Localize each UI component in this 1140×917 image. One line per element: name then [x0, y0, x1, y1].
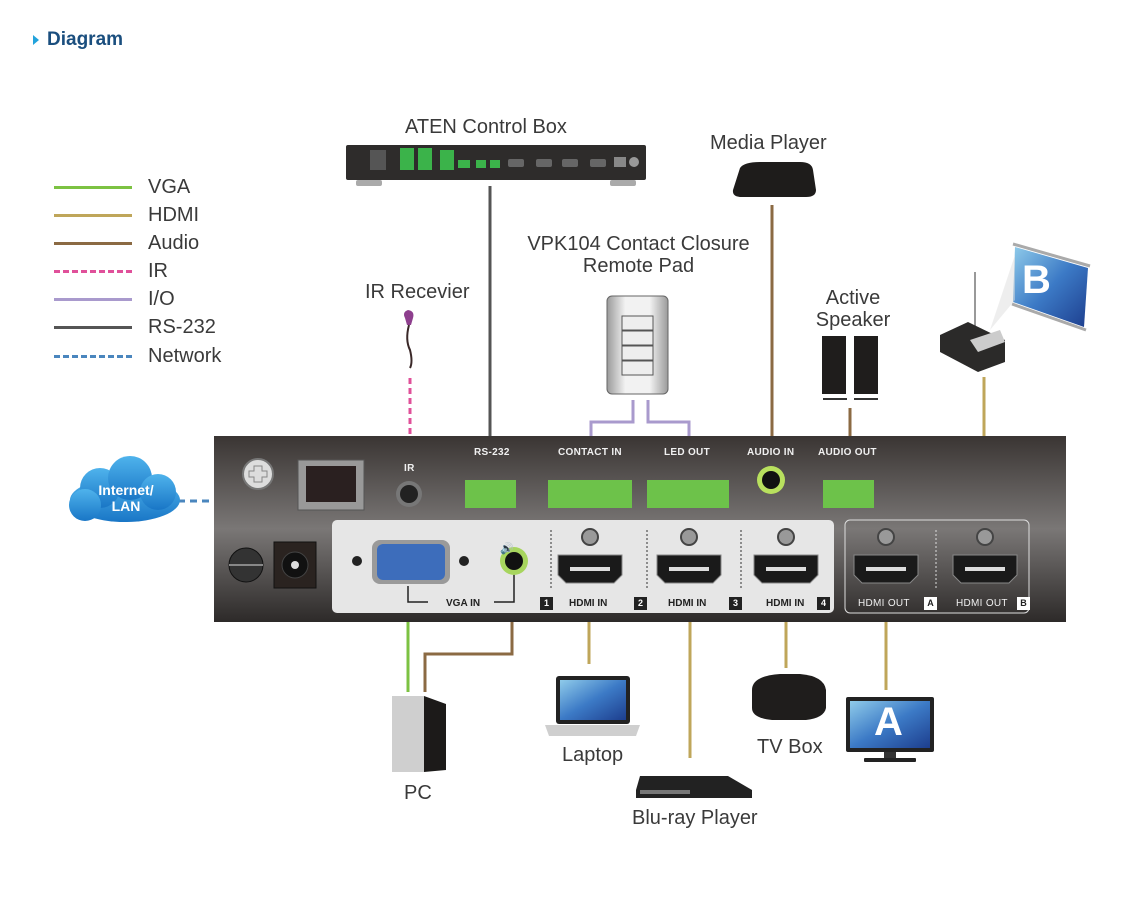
contact-in-port-label: CONTACT IN	[558, 447, 622, 458]
rs232-terminal	[465, 480, 516, 508]
pc-audio-cable	[423, 620, 514, 692]
led-out-terminal	[647, 480, 729, 508]
monitor-a-letter: A	[874, 700, 903, 744]
remote-pad-label-line2: Remote Pad	[582, 255, 695, 277]
hdmi-in-label-1: HDMI IN	[569, 598, 608, 609]
vga-in-label: VGA IN	[446, 598, 481, 609]
legend-swatch	[54, 326, 132, 329]
hdmi-in-2-badge: 2	[634, 597, 647, 610]
remote-pad-label-line1: VPK104 Contact Closure	[527, 233, 750, 255]
hdmi-out-label-a: HDMI OUT	[858, 598, 910, 609]
bullet-arrow-icon	[33, 35, 39, 45]
ir-port	[400, 485, 418, 503]
hdmi-out-b-badge: B	[1017, 597, 1030, 610]
hdmi-in-label-3: HDMI IN	[766, 598, 805, 609]
media-player-device	[732, 162, 816, 197]
ir-receiver-label: IR Recevier	[365, 281, 470, 303]
legend-label: Network	[148, 345, 222, 367]
matrix-switch-panel	[214, 436, 1066, 622]
legend-label: Audio	[148, 232, 200, 254]
ir-receiver-device	[404, 310, 414, 369]
legend-item-ir: IR	[54, 260, 168, 283]
network-label-line1: Internet/	[98, 482, 154, 498]
speaker-label: Active Speaker	[808, 287, 898, 331]
control-box-label: ATEN Control Box	[405, 116, 567, 138]
legend-swatch	[54, 270, 132, 273]
page-title: Diagram	[33, 29, 123, 51]
speaker-label-line1: Active	[825, 287, 881, 309]
led-out-cable	[646, 400, 691, 440]
tv-box-device	[752, 674, 826, 720]
hdmi-out-label-b: HDMI OUT	[956, 598, 1008, 609]
hdmi-out-a-badge: A	[924, 597, 937, 610]
audio-in-port-label: AUDIO IN	[747, 447, 795, 458]
bluray-label: Blu-ray Player	[632, 807, 758, 829]
legend-item-network: Network	[54, 345, 221, 368]
legend-swatch	[54, 298, 132, 301]
network-label-line2: LAN	[111, 498, 141, 514]
legend-item-audio: Audio	[54, 232, 199, 255]
legend-item-hdmi: HDMI	[54, 204, 199, 227]
legend-label: HDMI	[148, 204, 200, 226]
legend-swatch	[54, 355, 132, 358]
hdmi-out-b-port	[952, 528, 1018, 584]
led-out-port-label: LED OUT	[664, 447, 710, 458]
audio-in-port	[762, 471, 780, 489]
ir-port-label: IR	[404, 463, 415, 474]
screen-b-letter: B	[1022, 258, 1051, 302]
hdmi-in-1-port	[557, 528, 623, 584]
projector-device	[940, 242, 1091, 372]
network-label: Internet/ LAN	[74, 482, 178, 514]
laptop-label: Laptop	[562, 744, 624, 766]
hdmi-in-1-badge: 1	[540, 597, 553, 610]
hdmi-in-3-port	[753, 528, 819, 584]
remote-pad-device	[606, 295, 669, 395]
audio-out-port-label: AUDIO OUT	[818, 447, 877, 458]
legend-swatch	[54, 186, 132, 189]
pc-label: PC	[404, 782, 432, 804]
ground-screw-icon	[242, 458, 274, 490]
monitor-a-device	[846, 697, 934, 762]
legend-label: I/O	[148, 288, 175, 310]
media-player-label: Media Player	[710, 132, 827, 154]
speaker-icon: 🔊	[500, 543, 514, 555]
legend-item-vga: VGA	[54, 176, 190, 199]
legend-item-io: I/O	[54, 288, 175, 311]
contact-in-terminal	[548, 480, 632, 508]
title-text: Diagram	[47, 29, 124, 50]
pc-device	[392, 696, 446, 772]
legend-label: RS-232	[148, 316, 216, 338]
laptop-device	[545, 676, 640, 736]
control-box-device	[346, 145, 646, 186]
hdmi-in-2-port	[656, 528, 722, 584]
tv-box-label: TV Box	[757, 736, 823, 758]
legend-swatch	[54, 242, 132, 245]
bluray-device	[636, 776, 752, 798]
active-speaker-device	[822, 336, 878, 400]
legend-label: VGA	[148, 176, 191, 198]
audio-out-terminal	[823, 480, 874, 508]
legend-item-rs232: RS-232	[54, 316, 216, 339]
rs232-port-label: RS-232	[474, 447, 510, 458]
hdmi-in-3-badge: 3	[729, 597, 742, 610]
contact-in-cable	[589, 400, 635, 440]
legend-swatch	[54, 214, 132, 217]
speaker-label-line2: Speaker	[815, 309, 891, 331]
hdmi-out-a-port	[853, 528, 919, 584]
hdmi-in-4-badge: 4	[817, 597, 830, 610]
legend-label: IR	[148, 260, 168, 282]
hdmi-in-label-2: HDMI IN	[668, 598, 707, 609]
remote-pad-label: VPK104 Contact Closure Remote Pad	[515, 233, 762, 277]
internet-cloud	[69, 456, 180, 522]
